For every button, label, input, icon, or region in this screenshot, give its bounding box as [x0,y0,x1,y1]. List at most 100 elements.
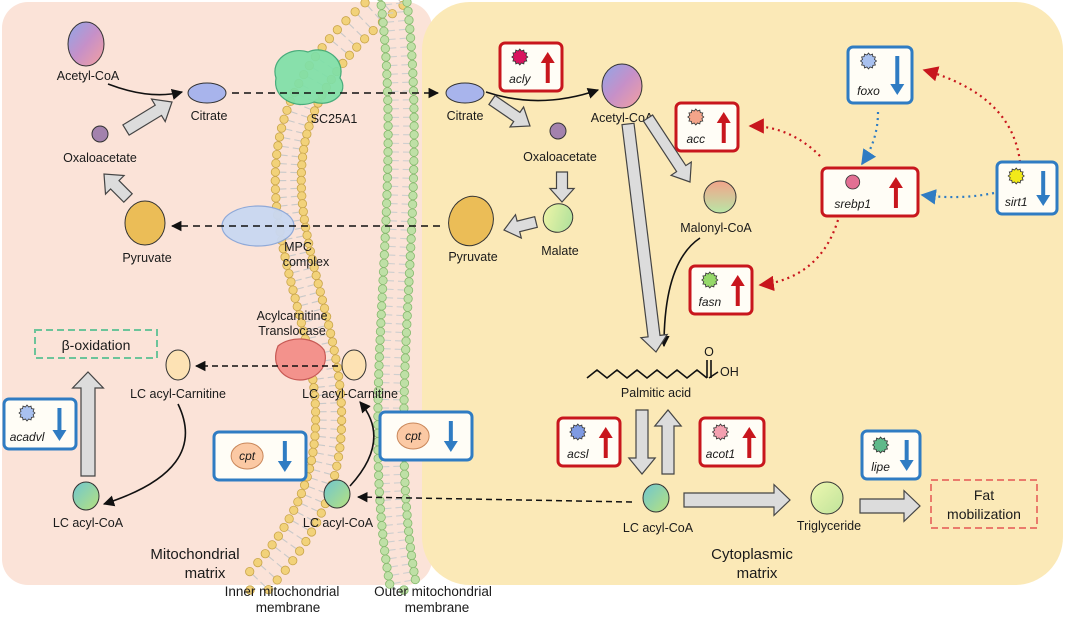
outer-membrane-lipid-head [401,344,411,355]
inner-membrane-lipid-head [352,42,362,52]
outer-membrane-lipid-head [383,571,393,581]
translocase-label-line2: Translocase [258,324,326,338]
outer-membrane-lipid-head [404,15,414,25]
outer-membrane-lipid-head [408,558,418,569]
cyto-malate-label: Malate [541,244,579,258]
outer-membrane-lipid-head [382,190,392,200]
acylcarnitine-translocase-shape [275,338,326,381]
inner-membrane-lipid-head [311,415,321,425]
translocase-label-line1: Acylcarnitine [257,309,328,323]
gene-label-acly: acly [509,72,531,86]
lc-acyl-coa-to-carnitine-arrow [349,401,375,487]
outer-membrane-lipid-head [383,155,393,166]
outer-membrane-lipid-head [409,165,419,175]
inner-membrane-label-1: Inner mitochondrial [225,584,340,599]
inner-membrane-lipid-head [335,380,345,390]
outer-membrane-lipid-head [403,526,414,536]
inner-membrane-lipid-head [296,183,306,193]
mitochondrial-matrix-region [2,2,432,585]
triglyceride-node [810,481,844,515]
gene-label-foxo: foxo [857,84,880,98]
outer-membrane-lipid-head [375,326,386,337]
outer-membrane-lipid-head [400,477,410,488]
inner-membrane-lipid-head [267,540,277,550]
gene-box-srebp1: srebp1 [820,166,920,218]
outer-membrane-lipid-head [376,0,384,2]
outer-membrane-lipid-head [409,103,419,114]
outer-membrane-lipid-head [404,277,414,287]
inner-membrane-lipid-head [274,132,285,142]
gene-box-foxo-protein-icon [859,52,878,70]
outer-membrane-lipid-head [378,17,388,28]
palmitic-acid-oh: OH [720,365,739,379]
cyto-acetyl-coa-node [601,63,643,109]
gene-box-cpt-inner-protein [230,442,264,470]
outer-membrane-lipid-head [380,43,390,54]
carnitine-to-lc-acyl-coa-arrow [102,403,187,507]
outer-membrane-lipid-head [407,217,417,227]
inner-membrane-lipid-head [329,345,339,356]
outer-membrane-lipid-head [400,486,410,496]
inner-membrane-lipid-head [301,536,311,547]
inner-membrane-lipid-head [335,443,345,453]
outer-membrane-lipid-head [406,242,416,253]
outer-membrane-lipid-head [401,328,412,338]
outer-membrane-lipid-head [400,370,410,380]
srebp1-to-acc-arrow [748,118,821,157]
gene-box-lipe-down-arrow-head [899,460,914,471]
inner-membrane-label-2: membrane [256,600,321,615]
outer-membrane-lipid-head [382,173,393,183]
gene-box-acc-protein-icon [687,108,705,126]
gene-box-cpt-inner: cpt [212,430,308,482]
outer-membrane-lipid-head [380,233,390,243]
gene-box-foxo: foxo [846,45,914,105]
outer-membrane-lipid-head [409,147,419,157]
inner-membrane-lipid-head [319,303,330,313]
gene-box-acot1-up-arrow-head [742,427,757,438]
outer-membrane-lipid-head [383,147,393,157]
gene-label-acsl: acsl [567,447,589,461]
outer-membrane-lipid-head [376,0,386,10]
gene-box-sirt1-protein-icon [1007,167,1025,185]
inner-membrane-lipid-head [308,447,318,457]
gene-box-fasn: fasn [688,264,754,316]
outer-membrane-lipid-head [401,336,411,346]
fat-mobilization-line1: Fat [974,487,994,503]
outer-membrane-lipid-head [381,554,391,564]
acetyl-coa-to-citrate-arrow [107,83,184,100]
cyto-lc-acyl-coa-label: LC acyl-CoA [623,521,694,535]
outer-membrane-lipid-head [407,59,417,70]
gene-box-acadvl: acadvl [2,397,78,451]
cyto-acetyl-coa-label: Acetyl-CoA [591,111,654,125]
pyruvate-to-oxaloacetate-arrow [103,173,134,204]
outer-membrane-lipid-head [408,191,418,201]
inner-membrane-lipid-head [295,546,305,556]
cyto-pyruvate-label: Pyruvate [448,250,497,264]
inner-membrane-lipid-head [306,527,317,537]
inner-membrane-lipid-head [297,152,308,162]
outer-membrane-lipid-head [406,550,417,561]
mito-oxaloacetate-node [91,125,109,143]
gene-label-acc: acc [686,132,705,146]
outer-membrane-lipid-head [409,130,419,140]
inner-membrane-lipid-head [289,505,299,515]
inner-membrane-lipid-head [310,431,320,441]
outer-membrane-lipid-head [374,470,384,480]
gene-label-cpt-outer: cpt [405,429,422,443]
outer-membrane-lipid-head [374,360,384,371]
outer-membrane-lipid-head [403,285,414,295]
outer-membrane-lipid-head [409,121,419,131]
inner-membrane-lipid-head [309,106,320,116]
outer-membrane-lipid-head [382,562,392,573]
outer-membrane-lipid-head [377,9,387,19]
inner-membrane-lipid-head [263,584,274,595]
inner-membrane-lipid-head [315,287,325,297]
outer-membrane-lipid-head [380,546,390,556]
inner-membrane-lipid-head [322,312,332,322]
gene-box-acot1-protein-icon [711,423,730,441]
membrane-lc-acyl-coa-label: LC acyl-CoA [303,516,374,530]
inner-membrane-lipid-head [270,176,280,186]
outer-membrane-lipid-head [405,251,415,261]
gene-box-lipe-protein-icon [871,436,890,454]
inner-membrane-lipid-head [301,222,311,232]
